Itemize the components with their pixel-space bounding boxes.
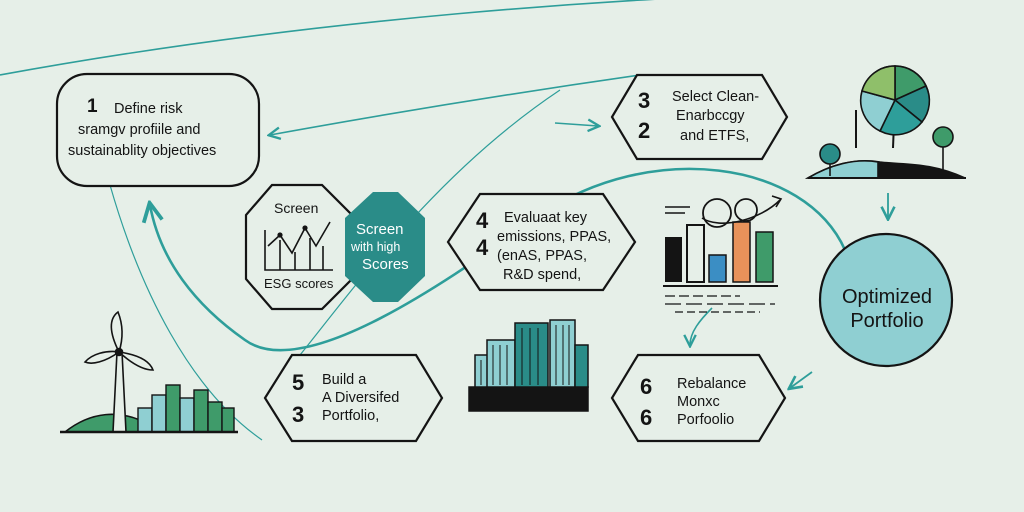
evaluate-hexagon — [446, 192, 637, 292]
screen-high-line-3: Scores — [362, 256, 409, 273]
evaluate-line-4: R&D spend, — [503, 267, 582, 283]
pie-tree-icon — [855, 65, 931, 149]
evaluate-step-number-a: 4 — [476, 208, 489, 233]
main-loop-curve — [150, 167, 847, 352]
build-step-number-b: 3 — [292, 402, 305, 427]
screen-high-line-1: Screen — [356, 221, 404, 238]
evaluate-line-3: (enAS, PPAS, — [497, 248, 587, 264]
esg-scores-caption: ESG scores — [264, 276, 334, 291]
bar-skyline-icon — [60, 384, 238, 434]
rebalance-step-number-b: 6 — [640, 405, 653, 430]
build-line-2: A Diversifed — [322, 390, 400, 406]
top-sweep-curve — [0, 0, 656, 76]
define-step-number: 1 — [87, 96, 98, 117]
chart-down-arrow — [690, 307, 713, 345]
build-portfolio-hexagon — [263, 353, 444, 443]
evaluate-line-1: Evaluaat key — [504, 210, 588, 226]
rebalance-line-2: Monxc — [677, 394, 720, 410]
select-step-number-a: 3 — [638, 88, 651, 113]
select-line-3: and ETFS, — [680, 128, 750, 144]
evaluate-step-number-b: 4 — [476, 235, 489, 260]
rebalance-hexagon — [610, 353, 787, 443]
optimized-line-1: Optimized — [841, 286, 933, 308]
curve-to-define — [270, 74, 641, 135]
arrow-to-rebalance — [790, 371, 813, 388]
define-line-1: Define risk — [114, 101, 183, 117]
optimized-portfolio-circle — [818, 232, 954, 368]
wind-turbine-icon — [62, 310, 155, 433]
screen-esg-octagon — [244, 183, 354, 311]
select-line-2: Enarbccgy — [676, 108, 745, 124]
build-step-number-a: 5 — [292, 370, 305, 395]
select-step-number-b: 2 — [638, 118, 651, 143]
rebalance-step-number-a: 6 — [640, 374, 653, 399]
rebalance-line-1: Rebalance — [677, 376, 747, 392]
define-risk-box — [55, 72, 261, 188]
build-line-3: Portfolio, — [322, 408, 380, 424]
bar-chart-icon — [663, 195, 783, 313]
screen-title: Screen — [274, 200, 319, 216]
thin-curve-left — [109, 184, 263, 441]
define-line-3: sustainablity objectives — [68, 143, 217, 159]
evaluate-line-2: emissions, PPAS, — [497, 229, 612, 245]
city-skyline-icon — [468, 319, 589, 412]
build-line-1: Build a — [322, 372, 367, 388]
line-chart-icon — [264, 221, 333, 271]
screen-high-scores-octagon — [345, 192, 425, 302]
optimized-line-2: Portfolio — [850, 310, 924, 332]
select-etfs-hexagon — [610, 73, 789, 161]
screen-high-line-2: with high — [351, 240, 401, 254]
arrow-to-select — [554, 123, 598, 126]
define-line-2: sramgv profiile and — [78, 122, 201, 138]
select-line-1: Select Clean- — [672, 89, 760, 105]
tree-icon — [805, 126, 966, 179]
rebalance-line-3: Porfoolio — [677, 412, 735, 428]
